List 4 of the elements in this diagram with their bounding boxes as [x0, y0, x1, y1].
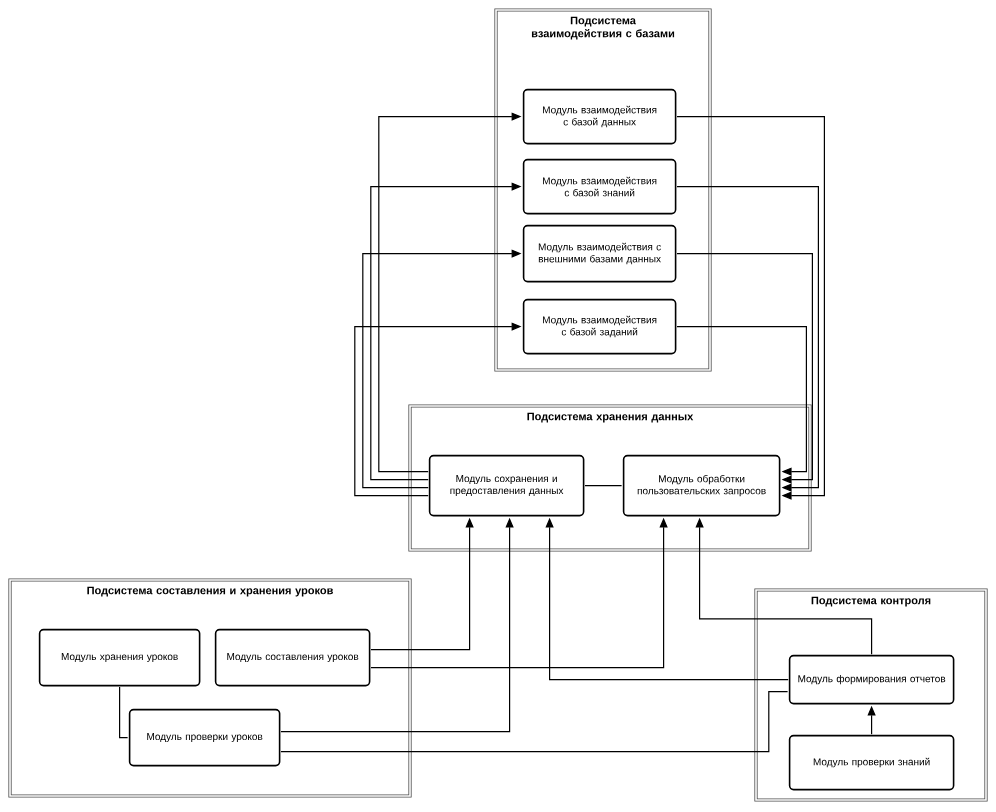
arrow: [676, 326, 807, 476]
arrow: [676, 253, 813, 484]
arrow: [676, 116, 825, 500]
arrow: [676, 186, 819, 492]
